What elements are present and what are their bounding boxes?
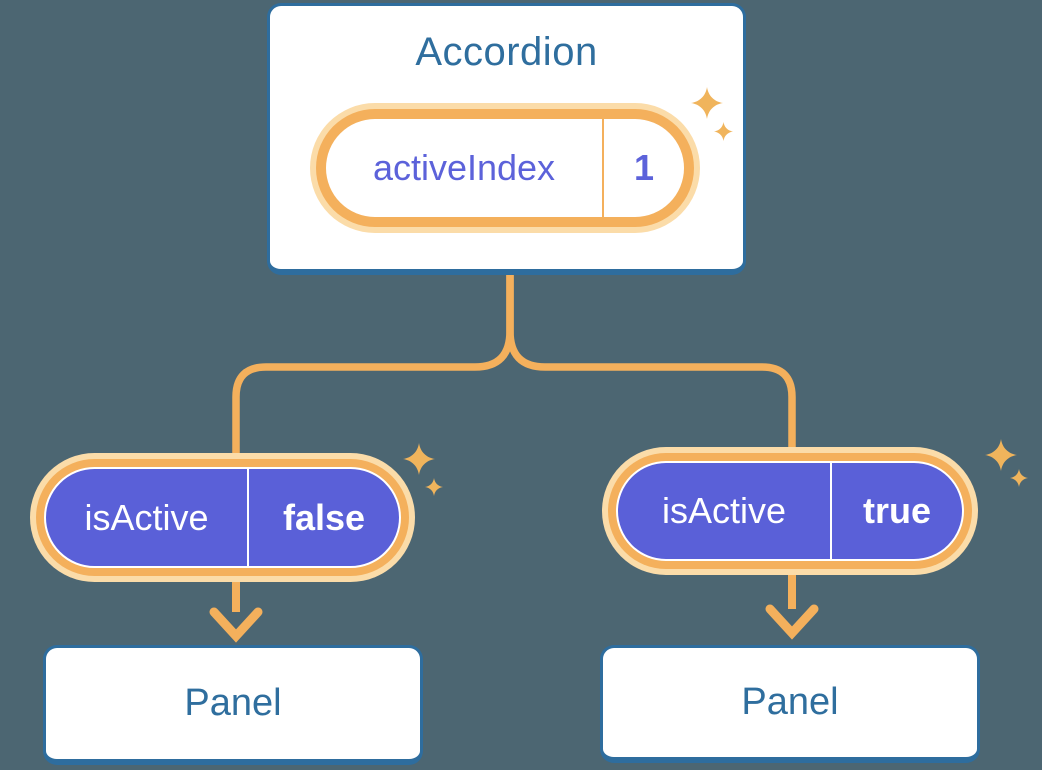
panel-left-title: Panel [184, 682, 282, 724]
prop-pill-left-body: isActive false [44, 467, 401, 568]
prop-pill-right-label: isActive [661, 490, 787, 531]
panel-card-right: Panel [600, 645, 980, 763]
prop-pill-right-body: isActive true [616, 461, 964, 561]
state-pill-divider [602, 119, 604, 217]
prop-pill-right-value: true [862, 490, 931, 531]
sparkle-icon [403, 443, 435, 475]
state-pill-label: activeIndex [372, 147, 556, 188]
panel-card-left: Panel [43, 645, 423, 765]
sparkle-icon [714, 122, 733, 141]
prop-pill-left-divider [247, 469, 249, 566]
prop-pill-left: isActive false [30, 453, 415, 582]
panel-right-title: Panel [741, 681, 839, 723]
prop-pill-right-ring: isActive true [608, 453, 972, 569]
state-pill-ring: activeIndex 1 [316, 109, 694, 227]
prop-pill-left-label: isActive [84, 496, 209, 538]
sparkle-icon [425, 478, 443, 496]
prop-pill-right: isActive true [602, 447, 978, 575]
branch-line-right [506, 272, 796, 500]
sparkle-icon [691, 87, 723, 119]
arrow-head-right [765, 604, 819, 640]
accordion-title: Accordion [415, 30, 598, 74]
sparkle-icon [1010, 469, 1028, 487]
state-pill-body: activeIndex 1 [326, 119, 684, 217]
accordion-card: Accordion activeIndex 1 [267, 3, 746, 275]
arrow-head-left [209, 607, 263, 643]
state-pill: activeIndex 1 [310, 103, 700, 233]
prop-pill-left-value: false [282, 496, 366, 538]
prop-pill-left-ring: isActive false [36, 459, 409, 576]
prop-pill-right-divider [830, 463, 832, 559]
state-pill-value: 1 [633, 147, 655, 188]
sparkle-icon [985, 439, 1017, 471]
